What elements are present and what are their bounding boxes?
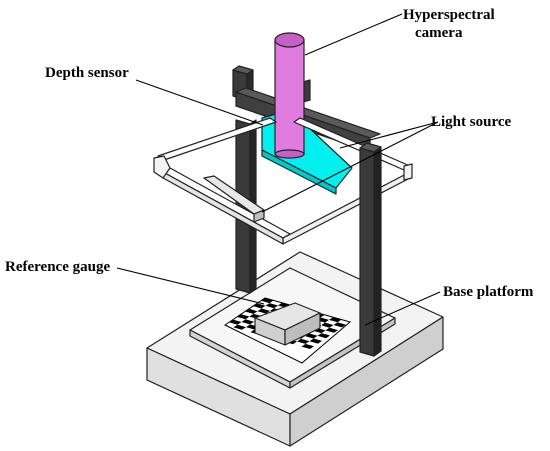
- depth-sensor-label: Depth sensor: [45, 65, 129, 81]
- checker-square: [245, 308, 258, 314]
- light-source-leader-line-1: [339, 121, 439, 149]
- checker-square: [329, 317, 342, 323]
- checker-square: [325, 327, 338, 333]
- hyperspectral-camera-label-line2: camera: [415, 25, 463, 41]
- checker-square: [229, 319, 242, 325]
- hyperspectral-camera-label-line1: Hyperspectral: [403, 7, 495, 23]
- reference-gauge-icon: [224, 297, 352, 364]
- checker-square: [321, 322, 334, 328]
- checker-square: [301, 343, 314, 349]
- reference-gauge-leader-line: [116, 267, 265, 305]
- checker-square: [309, 338, 322, 344]
- hyperspectral-camera-icon: [274, 32, 305, 159]
- checker-square: [241, 319, 254, 325]
- checker-square: [233, 324, 246, 330]
- base-platform-leader-line: [364, 291, 441, 326]
- checker-square: [265, 303, 278, 309]
- checker-square: [297, 338, 310, 344]
- light-source-label: Light source: [431, 114, 511, 130]
- checker-square: [305, 333, 318, 339]
- camera-leader-line: [304, 13, 403, 56]
- base-platform-label: Base platform: [443, 284, 534, 300]
- checker-square: [261, 298, 274, 304]
- leader-lines: [116, 13, 441, 326]
- front-pillar: [359, 142, 382, 357]
- checker-square: [317, 333, 330, 339]
- depth-sensor-leader-line: [135, 79, 264, 126]
- checker-square: [237, 314, 250, 320]
- checker-square: [253, 303, 266, 309]
- reference-gauge-label: Reference gauge: [5, 259, 110, 275]
- checker-square: [333, 322, 346, 328]
- light-source-leader-line-2: [261, 121, 439, 213]
- checker-square: [257, 308, 270, 314]
